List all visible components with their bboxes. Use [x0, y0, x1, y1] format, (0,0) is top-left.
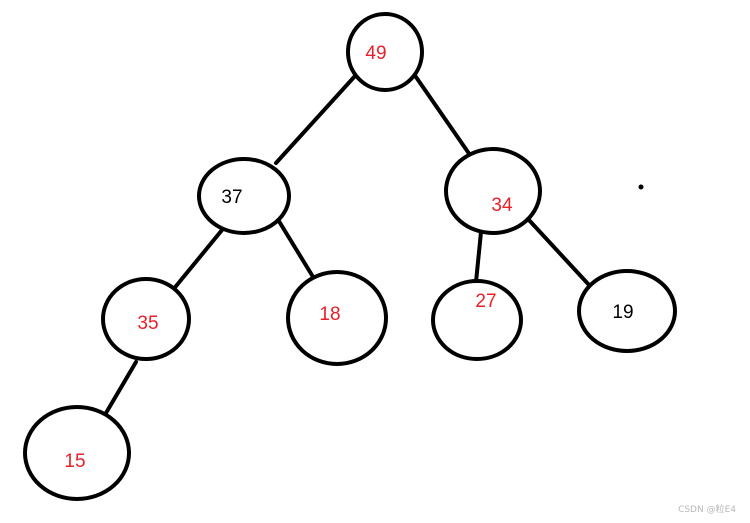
node-circle [431, 279, 523, 361]
tree-node-37: 37 [197, 157, 291, 235]
node-label: 27 [475, 291, 496, 312]
stray-dot [638, 184, 644, 190]
edge-n49-n37 [274, 74, 357, 165]
tree-node-27: 27 [431, 279, 523, 361]
edge-n35-n15 [104, 360, 138, 415]
tree-node-18: 18 [286, 270, 388, 366]
tree-node-35: 35 [101, 277, 191, 361]
node-circle [346, 12, 424, 92]
edge-n37-n35 [170, 228, 224, 293]
edge-n34-n19 [526, 217, 592, 288]
node-circle [444, 147, 542, 235]
edge-n34-n27 [474, 230, 483, 284]
node-label: 49 [365, 43, 386, 64]
tree-node-49: 49 [346, 12, 424, 92]
node-label: 19 [612, 302, 633, 323]
node-label: 18 [319, 304, 340, 325]
tree-node-34: 34 [444, 147, 542, 235]
node-circle [23, 405, 131, 501]
node-circle [101, 277, 191, 361]
tree-edges [104, 74, 592, 415]
node-label: 15 [64, 451, 85, 472]
node-circle [197, 157, 291, 235]
tree-node-19: 19 [577, 269, 677, 353]
node-label: 35 [137, 313, 158, 334]
edge-n37-n18 [275, 216, 320, 287]
edge-n49-n34 [414, 75, 472, 157]
watermark: CSDN @粒E4 [678, 505, 736, 515]
node-label: 37 [221, 187, 242, 208]
tree-nodes: 49 37 34 35 18 27 19 15 [23, 12, 677, 501]
node-circle [286, 270, 388, 366]
node-label: 34 [491, 195, 513, 216]
tree-node-15: 15 [23, 405, 131, 501]
node-circle [577, 269, 677, 353]
